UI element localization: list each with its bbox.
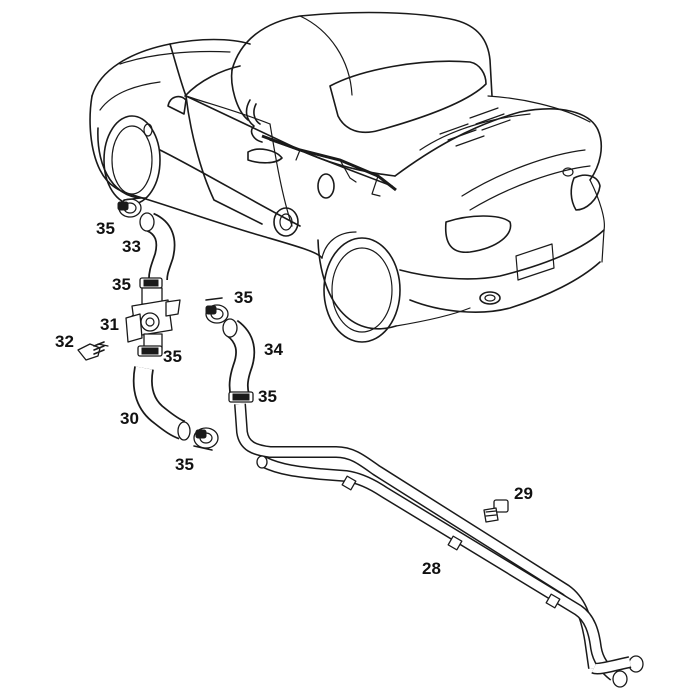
callout-32: 32: [55, 332, 74, 351]
callout-35-bottom: 35: [175, 455, 194, 474]
valve-31: [125, 287, 181, 349]
hose-30: [132, 366, 191, 441]
bolt-29: [483, 499, 509, 523]
wiring-loom: [245, 99, 397, 197]
clip-35-top: [117, 197, 142, 218]
clip-35-band-2: [137, 345, 163, 357]
callout-29: 29: [514, 484, 533, 503]
clip-35-band-1: [139, 277, 163, 289]
callout-30: 30: [120, 409, 139, 428]
clip-35-band-3: [228, 391, 254, 403]
callout-35-right-band: 35: [258, 387, 277, 406]
callout-35-band-upper: 35: [112, 275, 131, 294]
callout-28: 28: [422, 559, 441, 578]
callout-35-band-lower: 35: [163, 347, 182, 366]
callout-31: 31: [100, 315, 119, 334]
callout-33: 33: [122, 237, 141, 256]
pipe-28: [234, 403, 644, 688]
callout-35-right-top: 35: [234, 288, 253, 307]
bolt-32: [77, 341, 105, 361]
clip-35-bottom: [193, 427, 219, 451]
clip-35-right-top: [205, 297, 229, 324]
car-outline: [89, 11, 605, 343]
hose-34: [222, 318, 256, 399]
callout-35-top: 35: [96, 219, 115, 238]
hose-33: [139, 212, 176, 281]
callout-34: 34: [264, 340, 283, 359]
